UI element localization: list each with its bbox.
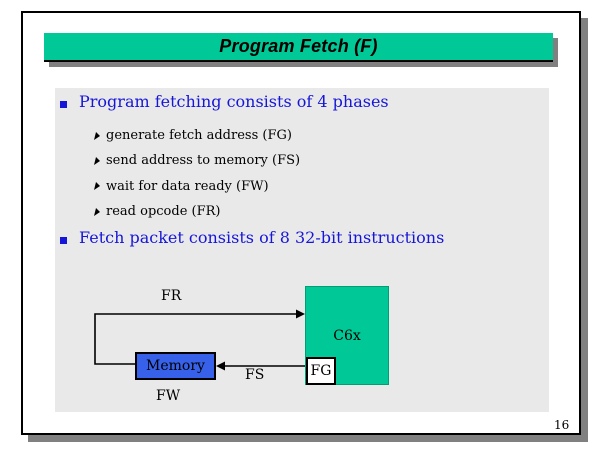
bullet-1-text: Program fetching consists of 4 phases xyxy=(79,92,389,111)
c6x-box-label: C6x xyxy=(333,327,361,344)
list-item: read opcode (FR) xyxy=(94,199,300,224)
list-item: wait for data ready (FW) xyxy=(94,174,300,199)
fw-label: FW xyxy=(156,388,181,404)
page-number: 16 xyxy=(554,418,570,432)
fetch-loop-diagram xyxy=(94,309,306,371)
memory-box: Memory xyxy=(135,352,216,380)
content-panel: Program fetching consists of 4 phases ge… xyxy=(55,88,549,412)
arrowhead-right-icon xyxy=(296,309,305,319)
sub-bullet-3-text: wait for data ready (FW) xyxy=(106,178,269,194)
fs-label: FS xyxy=(245,367,265,383)
list-item: generate fetch address (FG) xyxy=(94,123,300,148)
slide-title-banner: Program Fetch (F) xyxy=(44,33,553,62)
fr-label: FR xyxy=(161,288,182,304)
list-item: send address to memory (FS) xyxy=(94,148,301,173)
sub-bullet-4-text: read opcode (FR) xyxy=(106,204,221,220)
fr-loop-line xyxy=(94,313,297,365)
fg-box: FG xyxy=(306,357,336,385)
square-bullet-icon xyxy=(60,101,67,108)
bullet-2-text: Fetch packet consists of 8 32-bit instru… xyxy=(79,228,445,247)
sub-bullet-1-text: generate fetch address (FG) xyxy=(106,128,292,144)
sub-bullet-2-text: send address to memory (FS) xyxy=(106,153,301,169)
slide-frame: Program Fetch (F) Program fetching consi… xyxy=(21,11,581,435)
fg-box-label: FG xyxy=(310,363,332,379)
arrowhead-left-icon xyxy=(216,361,225,371)
square-bullet-icon xyxy=(60,237,67,244)
sub-bullet-list: generate fetch address (FG) send address… xyxy=(94,123,301,224)
page-title: Program Fetch (F) xyxy=(219,36,378,56)
memory-box-label: Memory xyxy=(146,358,205,374)
